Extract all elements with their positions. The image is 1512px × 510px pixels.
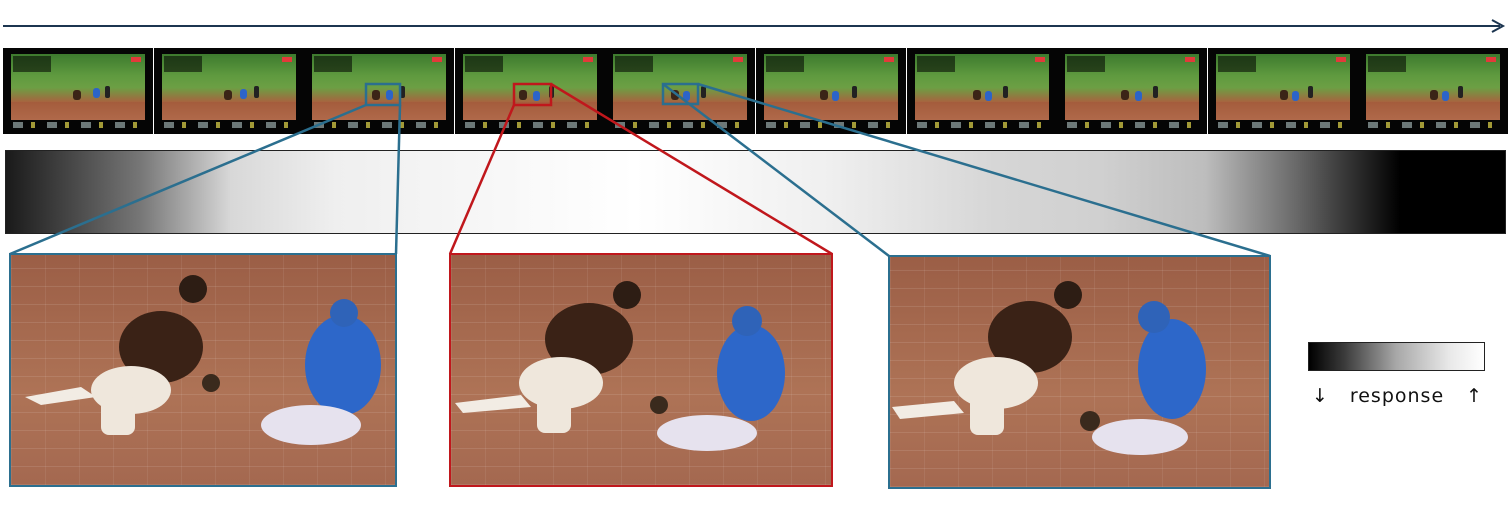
zoom-right-scene — [892, 281, 1206, 455]
video-frame-4 — [454, 48, 605, 134]
video-frame-5 — [605, 48, 756, 134]
low-arrow-icon: ↓ — [1312, 385, 1328, 407]
zoom-left-scene — [25, 275, 381, 445]
legend-label: response — [1349, 385, 1445, 407]
zoom-panel-center — [449, 253, 833, 487]
zoom-center-scene — [455, 281, 785, 451]
zoom-panel-right — [888, 255, 1271, 489]
video-frame-10 — [1358, 48, 1509, 134]
video-filmstrip — [3, 48, 1509, 134]
video-frame-7 — [906, 48, 1057, 134]
response-bar — [5, 150, 1506, 234]
video-frame-6 — [755, 48, 906, 134]
video-frame-8 — [1057, 48, 1208, 134]
zoom-panel-left — [9, 253, 397, 487]
video-frame-9 — [1207, 48, 1358, 134]
video-frame-2 — [153, 48, 304, 134]
high-arrow-icon: ↑ — [1466, 385, 1482, 407]
response-legend-bar — [1308, 342, 1485, 371]
response-legend: ↓ response ↑ — [1312, 383, 1482, 409]
video-frame-1 — [3, 48, 153, 134]
time-arrow — [3, 19, 1506, 33]
video-frame-3 — [304, 48, 455, 134]
